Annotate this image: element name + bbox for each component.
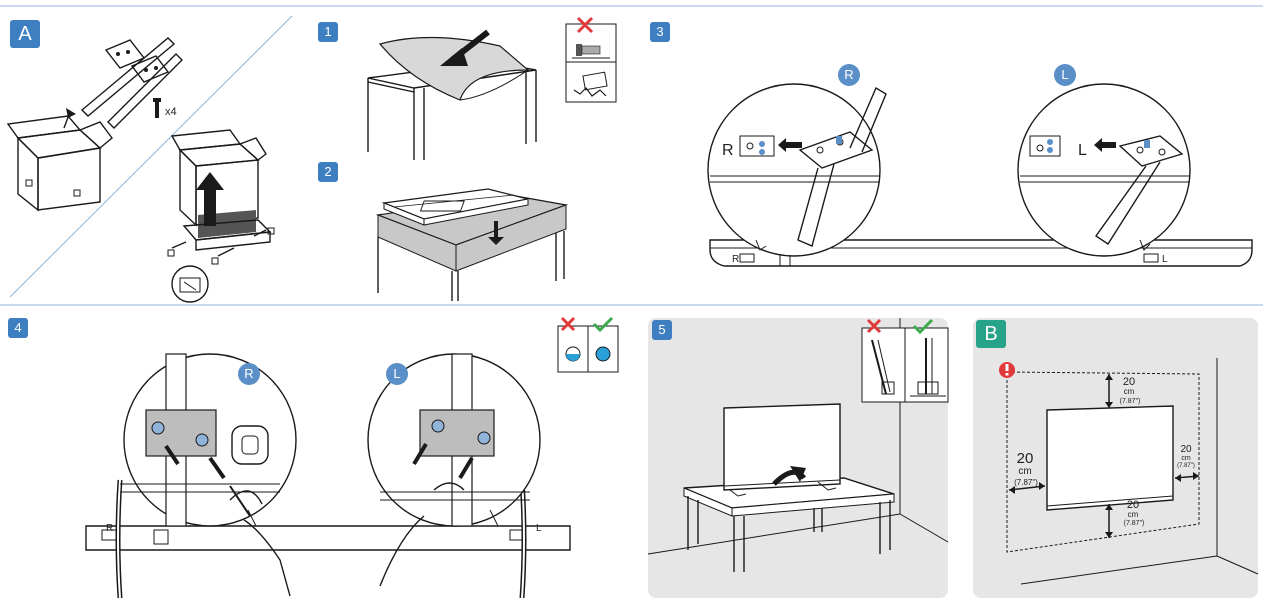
- step-1-warning-box: [565, 16, 617, 103]
- clearance-left-inch: (7.87"): [1014, 478, 1038, 487]
- step-2-badge: 2: [318, 162, 338, 182]
- step-3-l-label: L: [1078, 142, 1087, 159]
- clearance-bottom-inch: (7.87"): [1123, 520, 1145, 527]
- step-5-tv-on-table-scene: [647, 318, 949, 572]
- step-4-bar-l-label: L: [536, 523, 542, 534]
- step-3-badge: 3: [650, 22, 670, 42]
- step-5-badge: 5: [652, 320, 672, 340]
- clearance-right-unit: cm: [1181, 455, 1191, 462]
- wall-clearance-diagram: [999, 358, 1259, 585]
- step-3-bar-l-label: L: [1162, 254, 1168, 265]
- clearance-right-inch: (7.87"): [1177, 463, 1195, 469]
- screw-icon: [153, 98, 161, 118]
- step-3-r-label: R: [722, 142, 734, 159]
- screw-quantity: x4: [165, 106, 177, 118]
- step-1-table-cloth: [367, 29, 537, 160]
- step-3-attach-stands: [707, 83, 1253, 267]
- clearance-left-unit: cm: [1018, 466, 1032, 477]
- step-5-check-box: [861, 318, 949, 403]
- stand-legs: [80, 37, 183, 129]
- clearance-bottom-value: 20: [1126, 499, 1140, 511]
- step-3-right-badge: R: [838, 64, 860, 86]
- clearance-top-unit: cm: [1123, 387, 1135, 396]
- step-4-badge: 4: [8, 318, 28, 338]
- unboxing-illustration: [6, 37, 275, 303]
- open-box-small: [6, 115, 113, 212]
- clearance-top-value: 20: [1122, 376, 1136, 388]
- step-1-badge: 1: [318, 22, 338, 42]
- clearance-left-value: 20: [1016, 450, 1034, 467]
- step-4-left-badge: L: [386, 363, 408, 385]
- step-4-bar-r-label: R: [106, 523, 114, 534]
- step-3-left-badge: L: [1054, 64, 1076, 86]
- clearance-top-inch: (7.87"): [1119, 398, 1141, 405]
- panel-b-badge: B: [976, 320, 1006, 348]
- step-4-right-badge: R: [238, 363, 260, 385]
- step-2-tv-on-table: [375, 188, 569, 301]
- clearance-right-value: 20: [1180, 444, 1192, 455]
- panel-a-badge: A: [10, 20, 40, 48]
- step-4-screw-check-box: [557, 316, 619, 373]
- step-4-screw-stands: [85, 353, 571, 599]
- clearance-bottom-unit: cm: [1127, 510, 1139, 519]
- step-3-bar-r-label: R: [732, 254, 740, 265]
